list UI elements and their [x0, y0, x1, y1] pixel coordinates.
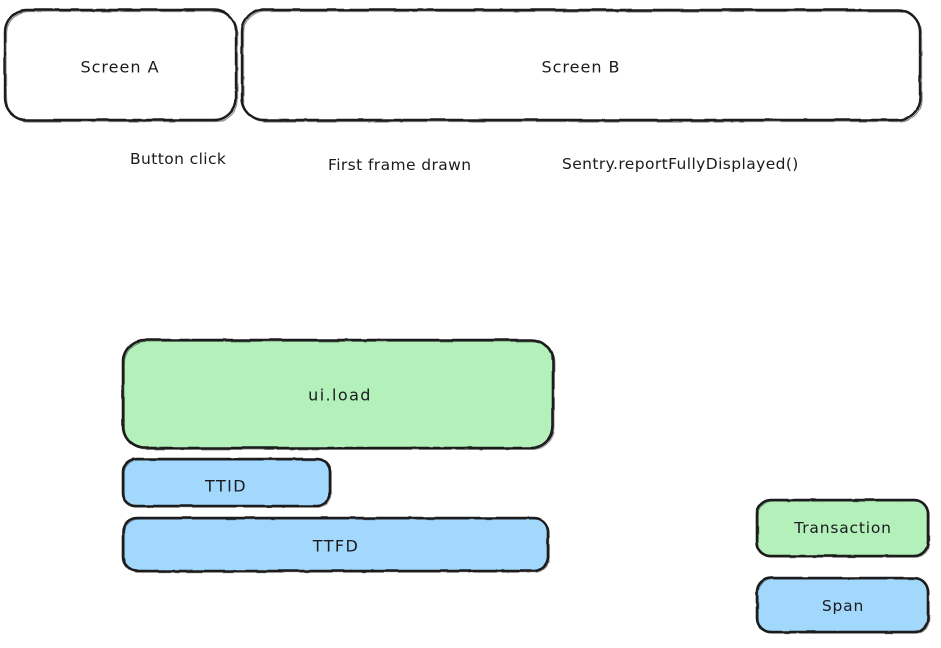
bar-label-ttfd: TTFD: [312, 536, 360, 556]
legend-swatch-span: [755, 576, 930, 634]
bar-label-ttid: TTID: [205, 476, 247, 496]
legend-label-transaction: Transaction: [794, 519, 892, 537]
screen-a-box: [3, 8, 239, 123]
screen-b-box: [240, 8, 923, 123]
legend-swatch-transaction: [755, 498, 930, 558]
bar-ttfd: [121, 516, 550, 573]
screen-b-label: Screen B: [541, 57, 621, 77]
bar-ui-load: [121, 338, 555, 450]
marker-label-report-fully-displayed: Sentry.reportFullyDisplayed(): [562, 155, 799, 173]
bar-ttid: [121, 457, 332, 508]
marker-label-first-frame-drawn: First frame drawn: [328, 156, 472, 174]
bar-label-ui-load: ui.load: [308, 385, 372, 405]
marker-label-button-click: Button click: [130, 150, 227, 168]
screen-a-label: Screen A: [80, 57, 160, 77]
legend-label-span: Span: [821, 597, 865, 615]
